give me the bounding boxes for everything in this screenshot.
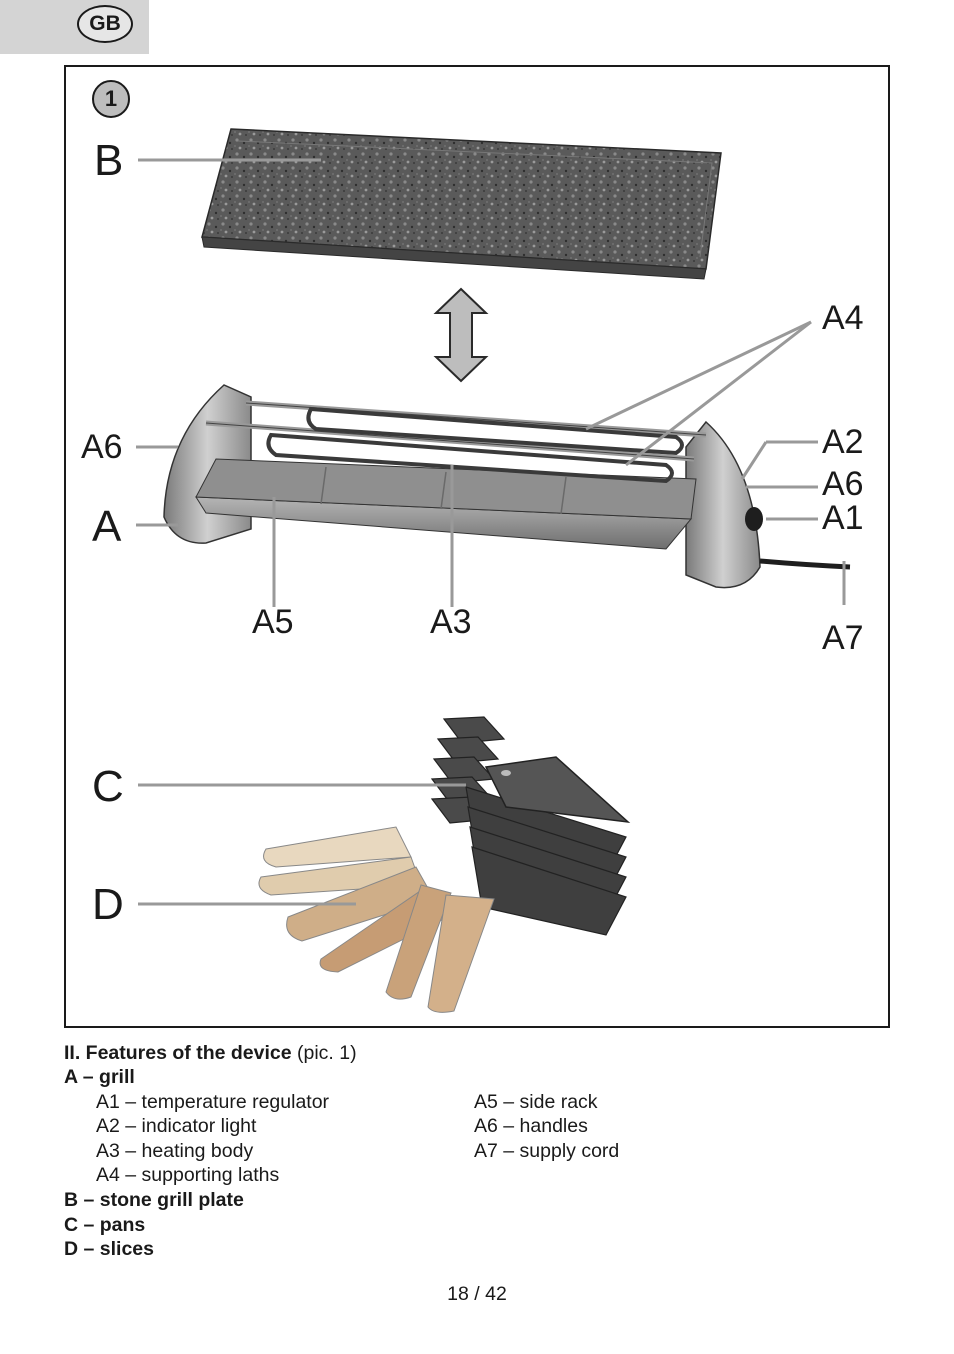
figure-1: 1 B A4 A6 A2 A6 A1 A A5 A3 A7 C D: [64, 65, 890, 1028]
feature-item-a6: A6 – handles: [474, 1115, 588, 1137]
raclette-grill-icon: [163, 384, 851, 589]
label-a1: A1: [822, 499, 864, 537]
label-d: D: [92, 880, 124, 929]
label-c: C: [92, 762, 124, 811]
section-title: II. Features of the device: [64, 1042, 292, 1064]
group-a-heading: A – grill: [64, 1066, 135, 1088]
label-a: A: [92, 502, 122, 551]
feature-item-a1: A1 – temperature regulator: [96, 1091, 330, 1113]
double-arrow-icon: [433, 287, 489, 383]
page-number: 18 / 42: [447, 1283, 507, 1305]
figure-number: 1: [92, 80, 130, 118]
label-a2: A2: [822, 423, 864, 461]
label-a4: A4: [822, 299, 864, 337]
group-c-heading: C – pans: [64, 1214, 146, 1236]
label-a5: A5: [252, 603, 294, 641]
section-title-ref: (pic. 1): [291, 1042, 357, 1064]
pan-stack-icon: [430, 716, 631, 936]
feature-item-a2: A2 – indicator light: [96, 1115, 257, 1137]
label-a3: A3: [430, 603, 472, 641]
label-a7: A7: [822, 619, 864, 657]
feature-item-a3: A3 – heating body: [96, 1140, 254, 1162]
section-heading: II. Features of the device (pic. 1): [64, 1041, 357, 1066]
group-d-heading: D – slices: [64, 1238, 154, 1260]
label-a6-left: A6: [81, 428, 123, 466]
language-badge: GB: [77, 5, 133, 43]
wooden-slices-icon: [258, 826, 495, 1013]
feature-item-a4: A4 – supporting laths: [96, 1164, 280, 1186]
feature-item-a7: A7 – supply cord: [474, 1140, 620, 1162]
label-b: B: [94, 136, 124, 185]
label-a6-right: A6: [822, 465, 864, 503]
group-b-heading: B – stone grill plate: [64, 1189, 244, 1211]
stone-grill-plate-icon: [201, 128, 722, 280]
language-tab: GB: [0, 0, 149, 54]
figure-illustration: [136, 128, 851, 1013]
grill-leader-lines: [136, 320, 846, 607]
feature-item-a5: A5 – side rack: [474, 1091, 598, 1113]
